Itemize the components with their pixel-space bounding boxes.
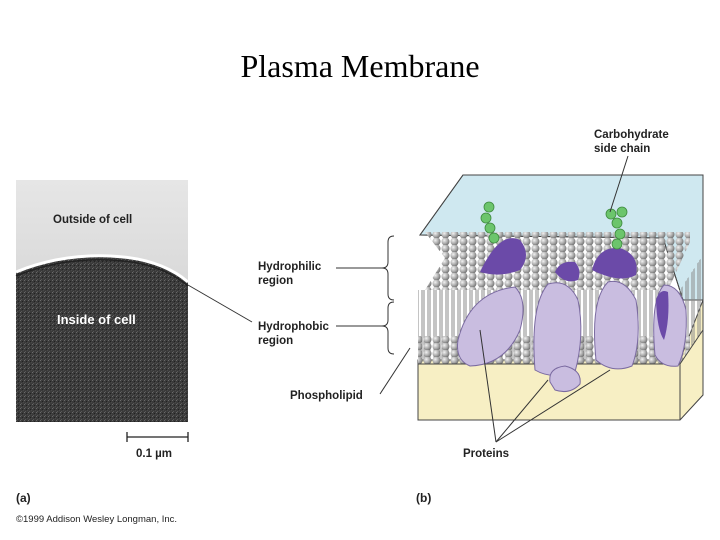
scale-bar [126,432,189,442]
hydrophobic-region-label: Hydrophobic region [258,321,329,347]
membrane-model [417,174,704,421]
copyright-notice: ©1999 Addison Wesley Longman, Inc. [16,514,178,525]
region-brackets [381,235,395,355]
leader-lines [187,155,629,443]
outside-of-cell-label: Outside of cell [53,214,133,226]
carbohydrate-chains [480,201,628,250]
hydrophilic-region-label: Hydrophilic region [258,261,322,287]
micrograph [15,180,189,422]
part-b-label: (b) [416,491,432,505]
phospholipid-label: Phospholipid [290,390,363,402]
scale-bar-label: 0.1 µm [136,448,173,460]
membrane-proteins [457,238,687,392]
outer-leaflet [425,232,690,290]
inside-of-cell-label: Inside of cell [57,312,136,327]
page-title: Plasma Membrane [240,48,480,84]
part-a-label: (a) [16,491,31,505]
proteins-label: Proteins [463,448,510,460]
membrane-line [15,254,189,284]
carbohydrate-side-chain-label: Carbohydrate side chain [594,129,669,155]
